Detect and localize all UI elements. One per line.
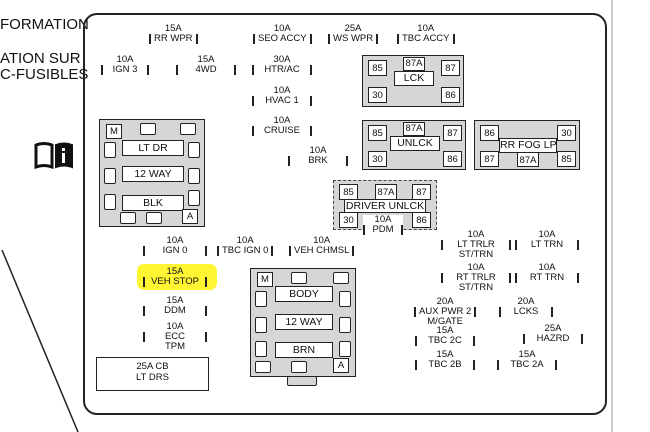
veh-stop-highlight	[137, 264, 217, 290]
relay-pin: 30	[339, 212, 358, 228]
connector-pin	[255, 341, 267, 357]
connector-corner-label: A	[182, 209, 198, 224]
relay-pin: 87A	[375, 184, 397, 200]
relay-pin: 30	[557, 125, 576, 141]
relay-lck: 85 87A 87 LCK 30 86	[362, 55, 464, 107]
relay-pin: 87	[441, 60, 460, 76]
connector-label: 12 WAY	[275, 314, 333, 330]
housing-edge-line	[1, 250, 79, 432]
circuit-breaker-lt-drs: 25A CB LT DRS	[96, 357, 209, 391]
connector-label: 12 WAY	[122, 166, 184, 182]
relay-pin: 85	[557, 151, 576, 167]
relay-pin: 87A	[403, 57, 425, 71]
cb-name: LT DRS	[136, 372, 169, 383]
cb-amp: 25A CB	[136, 361, 169, 372]
connector-corner-label: M	[106, 124, 122, 139]
connector-pin	[291, 272, 307, 284]
relay-pin: 86	[412, 212, 431, 228]
connector-pin	[104, 168, 116, 184]
relay-pin: 87	[443, 125, 462, 141]
relay-label: LCK	[394, 71, 434, 86]
connector-lt-dr: M LT DR 12 WAY BLK A	[99, 119, 205, 227]
relay-pin: 86	[441, 87, 460, 103]
relay-unlck: 85 87A 87 UNLCK 30 86	[362, 120, 466, 170]
relay-pin: 85	[368, 125, 387, 141]
relay-pin: 30	[368, 151, 387, 167]
connector-pin	[339, 341, 351, 357]
connector-pin	[339, 291, 351, 307]
relay-pin: 85	[339, 184, 358, 200]
connector-pin	[146, 212, 162, 224]
relay-pin: 85	[368, 60, 387, 76]
connector-pin	[333, 272, 349, 284]
connector-corner-label: A	[333, 358, 349, 373]
connector-pin	[140, 123, 156, 135]
connector-pin	[180, 123, 196, 135]
connector-corner-label: M	[257, 272, 273, 287]
relay-pin: 86	[443, 151, 462, 167]
relay-label: DRIVER UNLCK	[344, 199, 426, 213]
connector-pin	[120, 212, 136, 224]
connector-label: LT DR	[122, 140, 184, 156]
connector-pin	[188, 190, 200, 206]
connector-pin	[104, 194, 116, 210]
connector-pin	[188, 142, 200, 158]
connector-label: BLK	[122, 195, 184, 211]
manual-info-icon	[34, 142, 73, 170]
connector-pin	[255, 317, 267, 333]
connector-label: BRN	[275, 342, 333, 358]
connector-pin	[255, 291, 267, 307]
fuse-panel	[83, 13, 607, 415]
relay-pin: 87	[480, 151, 499, 167]
connector-pin	[291, 361, 307, 373]
relay-label: RR FOG LP	[499, 138, 557, 153]
connector-label: BODY	[275, 286, 333, 302]
relay-rr-fog-lp: 86 30 RR FOG LP 87 87A 85	[474, 120, 580, 170]
relay-label: UNLCK	[390, 136, 440, 151]
relay-pin: 87A	[517, 152, 539, 167]
left-text-line-1: FORMATION	[0, 16, 89, 33]
left-text-line-2: ATION SUR	[0, 50, 81, 67]
relay-pin: 87	[412, 184, 431, 200]
connector-pin	[255, 361, 271, 373]
relay-driver-unlck: 85 87A 87 DRIVER UNLCK 30 86	[333, 180, 437, 230]
connector-pin	[188, 168, 200, 184]
relay-pin: 87A	[403, 122, 425, 136]
left-text-line-3: C-FUSIBLES	[0, 66, 89, 83]
connector-tab	[287, 376, 317, 386]
connector-body: M BODY 12 WAY BRN A	[250, 268, 356, 377]
connector-pin	[339, 317, 351, 333]
page-border	[611, 0, 613, 432]
connector-pin	[104, 142, 116, 158]
relay-pin: 86	[480, 125, 499, 141]
relay-pin: 30	[368, 87, 387, 103]
